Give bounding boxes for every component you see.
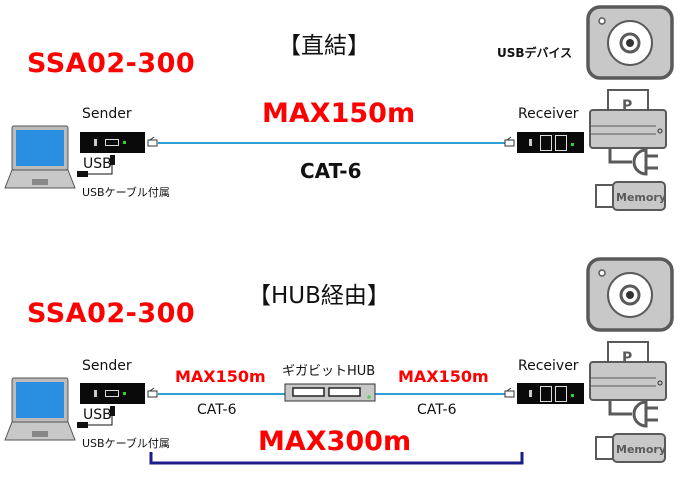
gigabit-hub-icon (284, 383, 376, 402)
total-span-bracket (149, 452, 524, 465)
usb-cable-icon (77, 155, 115, 177)
sender-unit (80, 132, 145, 153)
lan-cable-right (375, 393, 505, 395)
printer-icon: P (589, 89, 667, 176)
hub-connection-section: 【HUB経由】 SSA02-300 Sender USB USBケーブル付属 ギ… (0, 252, 681, 478)
rj45-connector-icon (147, 387, 158, 398)
usb-memory-icon: Memory (595, 181, 666, 211)
printer-icon: P (589, 341, 667, 428)
direct-connection-section: 【直結】 SSA02-300 USBデバイス Sender USB USBケーブ… (4, 5, 674, 211)
model-name: SSA02-300 (27, 48, 196, 79)
right-segment-max: MAX150m (398, 367, 489, 386)
rj45-connector-icon (504, 136, 515, 147)
receiver-unit (517, 132, 584, 153)
left-segment-max: MAX150m (175, 367, 266, 386)
memory-label: Memory (616, 443, 666, 456)
max-distance: MAX150m (262, 98, 416, 129)
section-title: 【直結】 (278, 33, 370, 59)
memory-label: Memory (616, 191, 666, 204)
laptop-icon (4, 377, 76, 441)
rj45-connector-icon (504, 387, 515, 398)
usb-device-label: USBデバイス (497, 46, 573, 60)
printer-label: P (622, 98, 632, 114)
section-title: 【HUB経由】 (248, 283, 390, 309)
lan-cable-left (158, 393, 285, 395)
receiver-unit (517, 383, 584, 404)
camera-icon (586, 257, 674, 332)
usb-cable-icon (77, 406, 115, 428)
hub-label: ギガビットHUB (282, 364, 376, 379)
usb-cable-note: USBケーブル付属 (82, 437, 170, 450)
laptop-icon (4, 125, 76, 189)
rj45-connector-icon (147, 136, 158, 147)
model-name: SSA02-300 (27, 298, 196, 329)
usb-cable-note: USBケーブル付属 (82, 186, 170, 199)
left-cable-type: CAT-6 (197, 402, 237, 418)
printer-label: P (622, 350, 632, 366)
usb-label: USB (83, 407, 112, 423)
camera-icon (586, 5, 674, 80)
lan-cable (158, 142, 505, 144)
usb-label: USB (83, 156, 112, 172)
sender-unit (80, 383, 145, 404)
sender-label: Sender (82, 106, 132, 122)
sender-label: Sender (82, 358, 132, 374)
usb-memory-icon: Memory (595, 433, 666, 463)
right-cable-type: CAT-6 (417, 402, 457, 418)
total-max-distance: MAX300m (258, 426, 412, 457)
receiver-label: Receiver (518, 106, 579, 122)
cable-type: CAT-6 (300, 159, 362, 183)
receiver-label: Receiver (518, 358, 579, 374)
